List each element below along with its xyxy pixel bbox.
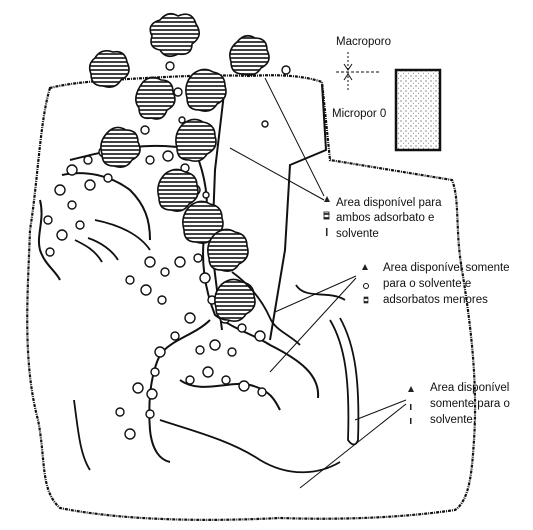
label-ambos-line2: ambos adsorbato e [336, 212, 434, 225]
adsorbate-blob [186, 69, 226, 111]
macroporo-label: Macroporo [336, 36, 391, 49]
micropore-block [396, 70, 440, 150]
adsorbate-blob [150, 14, 199, 57]
label-solvente-line3: solvente. [430, 414, 476, 427]
adsorbate-blob [136, 77, 175, 119]
label-menores-line3: adsorbatos menores [383, 294, 488, 307]
pore-size-marker [336, 52, 380, 90]
label-solvente-line1: Area disponível [430, 382, 509, 395]
label-solvente-line2: somente para o [430, 398, 510, 411]
microporo-label: Micropor 0 [332, 108, 386, 121]
pointer-lines [230, 78, 406, 488]
adsorbate-molecules [90, 14, 269, 321]
label-ambos-line1: Area disponível para [336, 197, 441, 210]
mesopore-bubbles [44, 62, 290, 439]
label-menores-line2: para o solvente e [383, 278, 471, 291]
adsorbate-blob [230, 36, 269, 75]
adsorbate-blob [101, 127, 140, 167]
label-menores-line1: Area disponível somente [383, 262, 510, 275]
adsorbate-blob [176, 119, 216, 161]
adsorbate-blob [208, 229, 248, 271]
adsorbate-blob [90, 51, 129, 87]
label-ambos-line3: solvente [336, 228, 379, 241]
